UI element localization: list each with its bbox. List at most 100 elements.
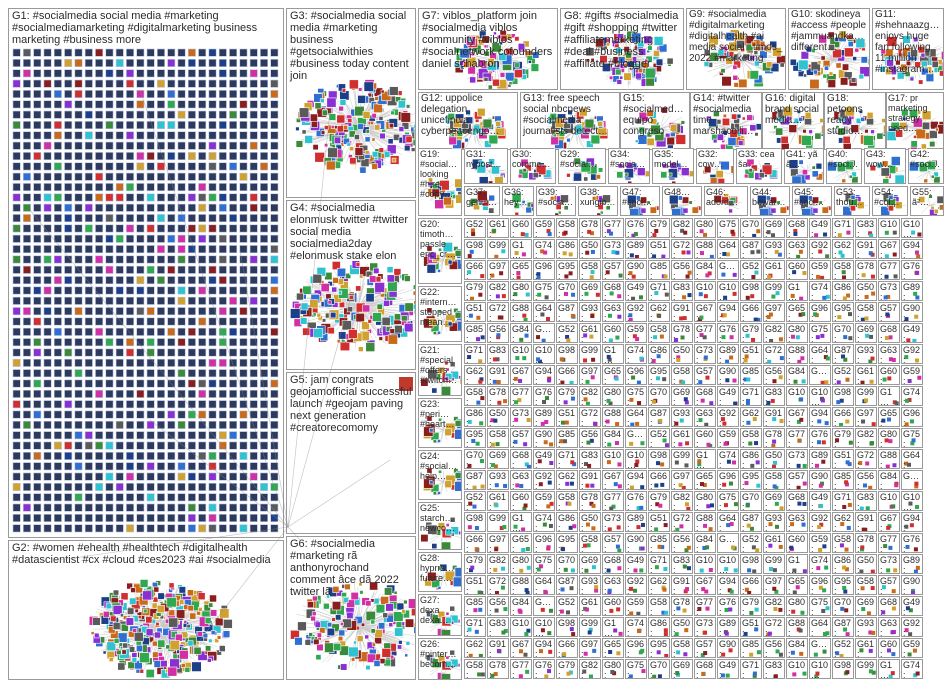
- node: [806, 68, 813, 75]
- edge: [161, 616, 170, 628]
- edge: [344, 117, 359, 126]
- node: [13, 328, 20, 335]
- node: [168, 504, 175, 511]
- node: [271, 142, 278, 149]
- node: [116, 452, 123, 459]
- node: [881, 207, 890, 216]
- edge: [359, 306, 368, 327]
- node: [330, 608, 337, 615]
- node: [669, 173, 672, 176]
- node: [126, 101, 133, 108]
- node: [240, 49, 247, 56]
- node: [307, 602, 313, 608]
- edge: [157, 581, 161, 627]
- node: [23, 370, 30, 377]
- edge: [314, 301, 358, 306]
- node: [166, 645, 170, 649]
- node: [195, 626, 203, 634]
- edge: [359, 626, 409, 651]
- node: [615, 69, 621, 75]
- group-g11: G11: #shehnaazg… enjoys huge fan followi…: [872, 8, 944, 90]
- node: [199, 359, 206, 366]
- node: [310, 121, 319, 130]
- node: [320, 333, 328, 341]
- node: [107, 651, 115, 659]
- node: [223, 619, 232, 628]
- node: [44, 214, 51, 221]
- node: [108, 626, 115, 633]
- node: [111, 598, 118, 605]
- edge: [882, 170, 888, 172]
- edge: [348, 105, 358, 127]
- node: [260, 256, 267, 263]
- node: [137, 494, 144, 501]
- node: [85, 152, 92, 159]
- node: [44, 339, 51, 346]
- edge: [359, 626, 404, 638]
- node: [184, 608, 187, 611]
- edge: [359, 107, 368, 127]
- node: [168, 132, 175, 139]
- node: [361, 124, 366, 129]
- edge: [130, 602, 161, 628]
- node: [13, 132, 20, 139]
- node: [188, 432, 195, 439]
- node: [240, 452, 247, 459]
- node: [168, 163, 175, 170]
- node: [341, 301, 346, 306]
- node: [317, 313, 321, 317]
- node: [157, 483, 164, 490]
- node: [162, 605, 168, 611]
- node: [543, 170, 551, 178]
- edge: [359, 286, 379, 306]
- edge: [155, 628, 161, 673]
- node: [314, 637, 317, 640]
- node: [343, 138, 349, 144]
- node: [75, 339, 82, 346]
- node: [132, 653, 137, 658]
- node: [209, 121, 216, 128]
- node: [116, 525, 123, 532]
- edge: [625, 171, 632, 175]
- edge: [161, 628, 179, 637]
- node: [178, 70, 185, 77]
- node: [508, 84, 511, 87]
- node: [722, 76, 732, 86]
- node: [44, 308, 51, 315]
- node: [126, 401, 133, 408]
- node: [229, 494, 236, 501]
- node: [240, 287, 247, 294]
- edge: [359, 306, 398, 336]
- group-label: G55: ã²…: [911, 187, 943, 207]
- node: [271, 339, 278, 346]
- node: [115, 599, 120, 604]
- node: [209, 70, 216, 77]
- group-g29: G29: #social…: [558, 148, 606, 184]
- node: [146, 586, 151, 591]
- node: [661, 172, 667, 178]
- node: [934, 172, 939, 177]
- edge: [302, 623, 359, 626]
- group-label: G22: #intern… stopped mean…: [419, 287, 461, 327]
- node: [377, 124, 381, 128]
- node: [137, 390, 144, 397]
- node: [168, 256, 175, 263]
- node: [157, 308, 164, 315]
- node: [271, 359, 278, 366]
- node: [229, 132, 236, 139]
- node: [380, 290, 387, 297]
- node: [188, 214, 195, 221]
- edge: [760, 171, 763, 181]
- node: [188, 349, 195, 356]
- node: [126, 266, 133, 273]
- node: [147, 101, 154, 108]
- node: [95, 80, 102, 87]
- node: [126, 514, 133, 521]
- node: [346, 115, 352, 121]
- edge: [340, 93, 359, 126]
- node: [271, 287, 278, 294]
- node: [157, 359, 164, 366]
- node: [402, 315, 408, 321]
- edge: [359, 626, 385, 663]
- node: [188, 152, 195, 159]
